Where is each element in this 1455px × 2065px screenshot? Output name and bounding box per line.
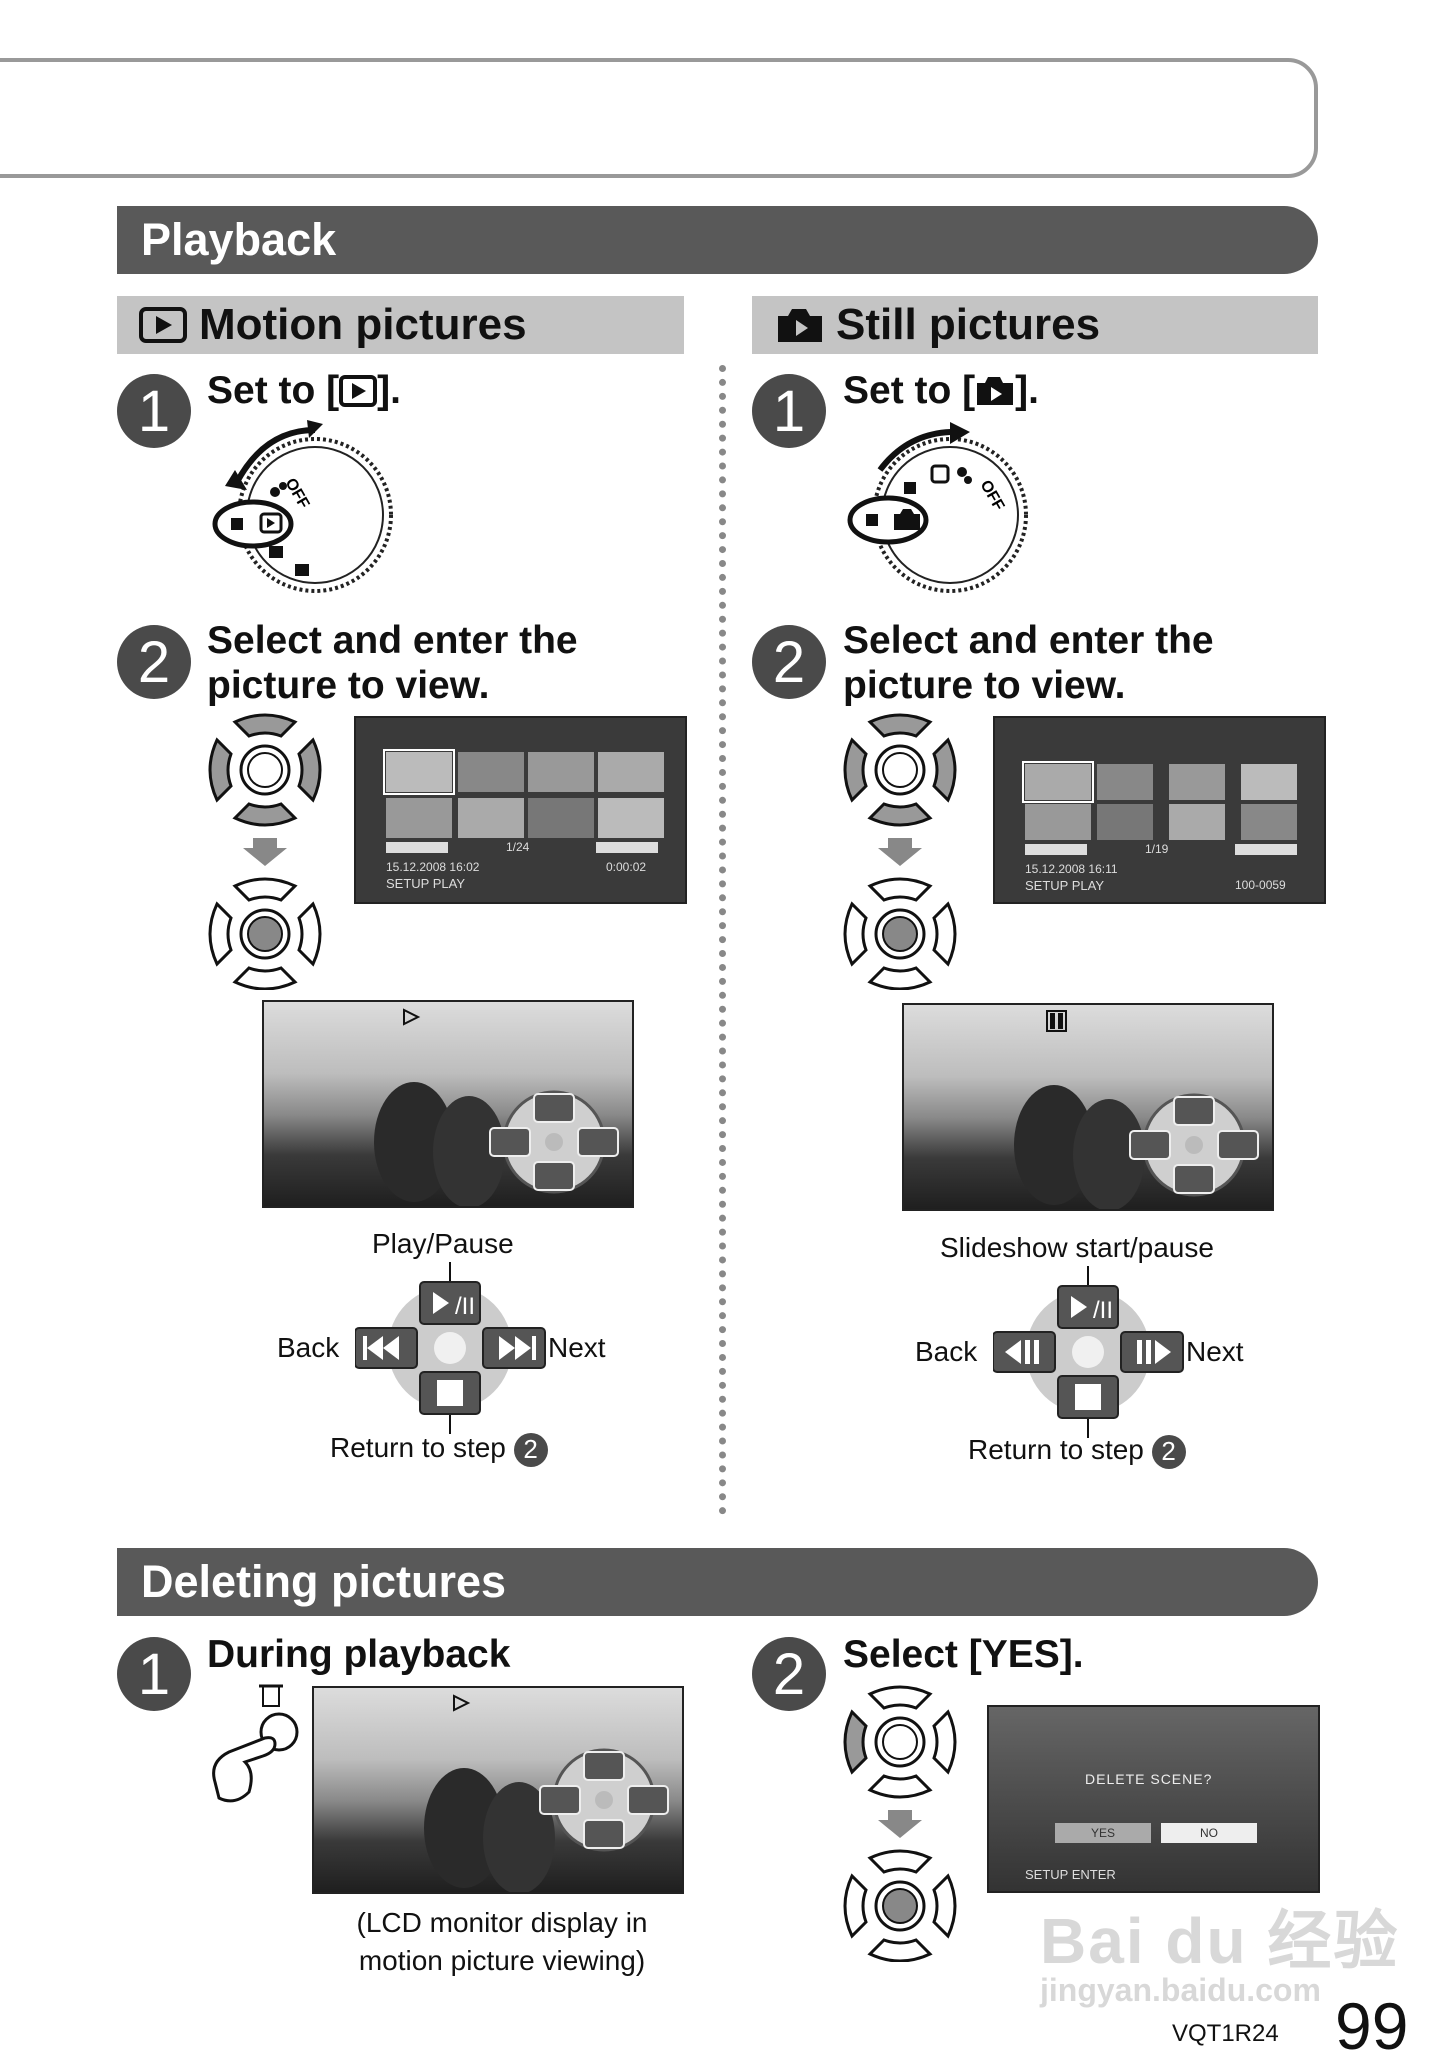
label-return-still: Return to step 2 [968,1434,1186,1469]
delete-screen-footer: SETUP ENTER [1025,1867,1116,1882]
label-next-still: Next [1186,1336,1244,1367]
page-number: 99 [1335,1989,1409,2063]
still-step2-text: Select and enter the picture to view. [843,619,1214,707]
section-header-deleting: Deleting pictures [117,1548,1318,1616]
delete-confirm-screen: DELETE SCENE? YES NO SETUP ENTER [987,1705,1320,1893]
label-play-pause: Play/Pause [372,1228,514,1259]
delete-playback-overlay [424,1694,669,1892]
motion-thumbnail-grid [383,749,664,853]
step-number-2-still: 2 [752,625,826,699]
label-back-still: Back [915,1336,978,1367]
subheader-still: Still pictures [752,296,1318,354]
still-control-pad[interactable]: /II [993,1266,1193,1446]
watermark-logo: Bai du 经验 [1040,1905,1400,1977]
trash-icon [262,1685,280,1707]
model-code: VQT1R24 [1172,2020,1279,2047]
still-playback-icon [778,309,822,342]
step-number-2-motion: 2 [117,625,191,699]
finger-hand-icon [212,1736,277,1803]
delete-step2-text: Select [YES]. [843,1633,1084,1676]
still-date: 15.12.2008 16:11 [1025,862,1118,876]
motion-playback-overlay [374,1008,619,1206]
motion-playback-icon [139,307,187,343]
subheader-still-label: Still pictures [836,300,1101,349]
still-step1-text: Set to []. [843,369,1039,412]
motion-playback-photo [262,1000,634,1208]
column-divider [719,365,726,1515]
still-thumbnail-grid [1022,761,1297,855]
motion-mode-icon [339,375,378,407]
motion-step2-text: Select and enter the picture to view. [207,619,578,707]
delete-step1-text: During playback [207,1633,511,1676]
still-mode-icon [977,377,1014,405]
still-file-number: 100-0059 [1235,878,1286,892]
motion-screen-footer: SETUP PLAY [386,876,465,891]
label-next-motion: Next [548,1332,606,1363]
section-title: Playback [141,214,337,265]
mode-dial-motion[interactable]: OFF [205,420,395,595]
label-return-motion: Return to step 2 [330,1432,548,1467]
joystick-confirm-delete[interactable] [840,1682,960,1962]
delete-step-number-2: 2 [752,1637,826,1711]
still-thumbnail-screen: 1/19 15.12.2008 16:11 100-0059 SETUP PLA… [993,716,1326,904]
motion-counter: 1/24 [506,840,530,854]
still-screen-footer: SETUP PLAY [1025,878,1104,893]
step-number-1-still: 1 [752,374,826,448]
still-playback-photo [902,1003,1274,1211]
label-back-motion: Back [277,1332,340,1363]
delete-step1-caption: (LCD monitor display in motion picture v… [356,1907,648,1976]
svg-text:/II: /II [1093,1297,1113,1324]
svg-text:/II: /II [455,1293,475,1320]
step-number-1-motion: 1 [117,374,191,448]
motion-time: 0:00:02 [606,860,647,874]
motion-control-pad[interactable]: /II [355,1262,555,1442]
motion-thumbnail-screen: 1/24 15.12.2008 16:02 0:00:02 SETUP PLAY [354,716,687,904]
motion-step1-text: Set to []. [207,369,401,412]
delete-question: DELETE SCENE? [1085,1771,1213,1787]
no-button[interactable]: NO [1161,1823,1257,1843]
yes-button[interactable]: YES [1055,1823,1151,1843]
joystick-select-still[interactable] [840,710,960,990]
label-slideshow: Slideshow start/pause [940,1232,1214,1263]
still-counter: 1/19 [1145,842,1169,856]
joystick-select-motion[interactable] [205,710,325,990]
section-title-deleting: Deleting pictures [141,1556,507,1607]
motion-date: 15.12.2008 16:02 [386,860,480,874]
subheader-motion: Motion pictures [117,296,684,354]
top-frame [0,58,1318,178]
section-header-playback: Playback [117,206,1318,274]
subheader-motion-label: Motion pictures [199,300,527,349]
mode-dial-still[interactable]: OFF [840,420,1030,595]
delete-step-number-1: 1 [117,1637,191,1711]
watermark-url: jingyan.baidu.com [1040,1972,1321,2008]
still-playback-overlay [1014,1010,1259,1209]
trash-button-press[interactable] [205,1682,305,1812]
delete-playback-photo [312,1686,684,1894]
